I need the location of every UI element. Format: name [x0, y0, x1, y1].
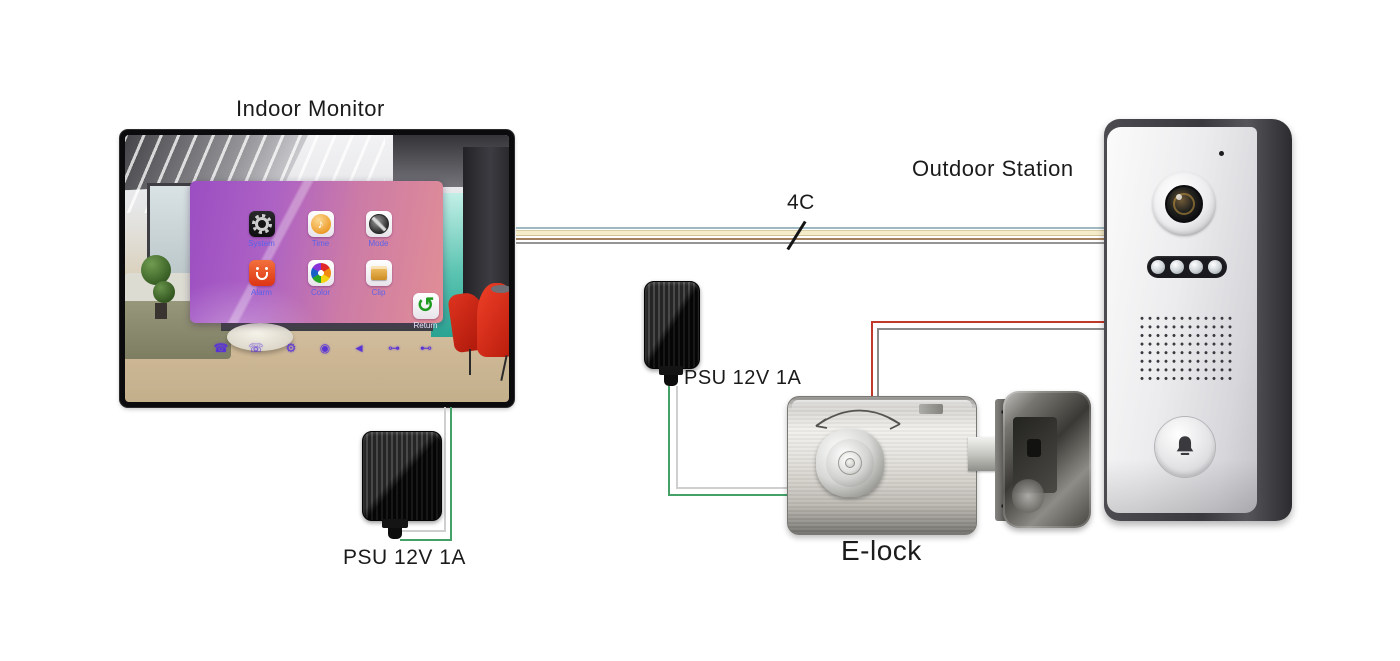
wire-4c-conductor-brown — [516, 238, 1108, 240]
room-red-chair-2 — [477, 283, 509, 357]
cable-count-label: 4C — [787, 191, 815, 214]
rotation-arrow-icon — [815, 409, 901, 430]
ir-led-bar — [1147, 256, 1227, 278]
wire-psu-green-v — [668, 386, 670, 494]
room-coffee-table — [227, 323, 293, 351]
menu-item-label: Mode — [368, 239, 389, 248]
wire-4c-conductor-blue — [516, 227, 1108, 229]
led-icon — [1151, 260, 1165, 274]
menu-item-label: Alarm — [251, 288, 272, 297]
room-plant — [141, 255, 171, 285]
wire-lock-power-v — [871, 321, 873, 397]
room-side-table — [491, 285, 509, 293]
color-wheel-icon — [307, 260, 334, 286]
wire-lock-power-h — [871, 321, 1110, 323]
wire-4c-conductor-cream — [516, 230, 1108, 236]
menu-item-label: Clip — [371, 288, 386, 297]
indoor-monitor: System ♪ Time Mode — [120, 130, 514, 407]
wire-monitor-white-h — [400, 530, 446, 532]
unlock-key-icon: ⊶ — [388, 341, 400, 355]
music-note-icon: ♪ — [307, 211, 334, 237]
dial-icon — [365, 211, 392, 237]
osd-menu: System ♪ Time Mode — [190, 181, 443, 330]
volume-icon: ◄ — [353, 341, 365, 355]
menu-item-mode: Mode — [365, 211, 392, 248]
menu-item-return: ↺ Return — [412, 293, 439, 330]
wire-psu-white-v — [676, 386, 678, 487]
room-plant-small — [153, 281, 175, 303]
psu-lock-plug-tip — [664, 375, 678, 386]
wire-psu-white-h — [676, 487, 790, 489]
psu-monitor-label: PSU 12V 1A — [343, 546, 466, 569]
camera-glint — [1176, 194, 1182, 200]
elock-label: E-lock — [841, 535, 922, 566]
monitor-screen: System ♪ Time Mode — [125, 135, 509, 402]
menu-item-label: System — [248, 239, 275, 248]
lock-top-highlight — [792, 400, 972, 410]
psu-monitor-adapter — [362, 431, 442, 521]
menu-item-label: Time — [311, 239, 330, 248]
psu-lock-adapter — [644, 281, 700, 369]
tv-face-icon — [248, 260, 275, 286]
lock-knob-center — [845, 458, 855, 468]
wire-lock-ground-h — [877, 328, 1110, 330]
menu-item-clip: Clip — [365, 260, 392, 297]
menu-item-label: Return — [413, 321, 438, 330]
psu-lock-label: PSU 12V 1A — [684, 367, 802, 389]
chair-leg — [500, 355, 508, 381]
menu-item-label: Color — [310, 288, 331, 297]
speaker-grille-icon — [1136, 312, 1236, 382]
intercom-icon: ☏ — [248, 341, 264, 355]
folder-box-icon — [365, 260, 392, 286]
menu-item-system: System — [248, 211, 275, 248]
wire-4c-conductor-gray — [516, 242, 1108, 244]
indoor-monitor-title: Indoor Monitor — [236, 96, 385, 121]
wire-monitor-green-v — [450, 407, 452, 541]
led-icon — [1189, 260, 1203, 274]
lock-brand-mark — [919, 404, 943, 414]
unlock-key2-icon: ⊷ — [420, 341, 432, 355]
settings-icon: ⚙ — [285, 341, 297, 355]
return-arrow-icon: ↺ — [412, 293, 439, 319]
menu-item-time: ♪ Time — [307, 211, 334, 248]
room-plant-pot — [155, 303, 167, 319]
led-icon — [1170, 260, 1184, 274]
camera-iris — [1173, 193, 1195, 215]
wire-monitor-green-h — [400, 539, 452, 541]
outdoor-station-title: Outdoor Station — [912, 156, 1074, 181]
menu-item-color: Color — [307, 260, 334, 297]
psu-lock-plug — [659, 366, 683, 375]
chair-leg — [469, 349, 471, 375]
microphone-hole-icon — [1219, 151, 1224, 156]
gear-icon — [248, 211, 275, 237]
menu-item-alarm: Alarm — [248, 260, 275, 297]
bell-icon — [1176, 436, 1194, 455]
wire-lock-ground-v — [877, 328, 879, 397]
psu-monitor-plug-tip — [388, 528, 402, 539]
led-icon — [1208, 260, 1222, 274]
monitor-view-icon: ◉ — [319, 341, 331, 355]
wire-psu-green-h — [668, 494, 790, 496]
answer-call-icon: ☎ — [213, 341, 229, 355]
strike-sheen — [1012, 478, 1044, 514]
wire-monitor-white-v — [444, 407, 446, 532]
strike-bolt-hole — [1027, 439, 1041, 457]
psu-monitor-plug — [382, 519, 408, 528]
